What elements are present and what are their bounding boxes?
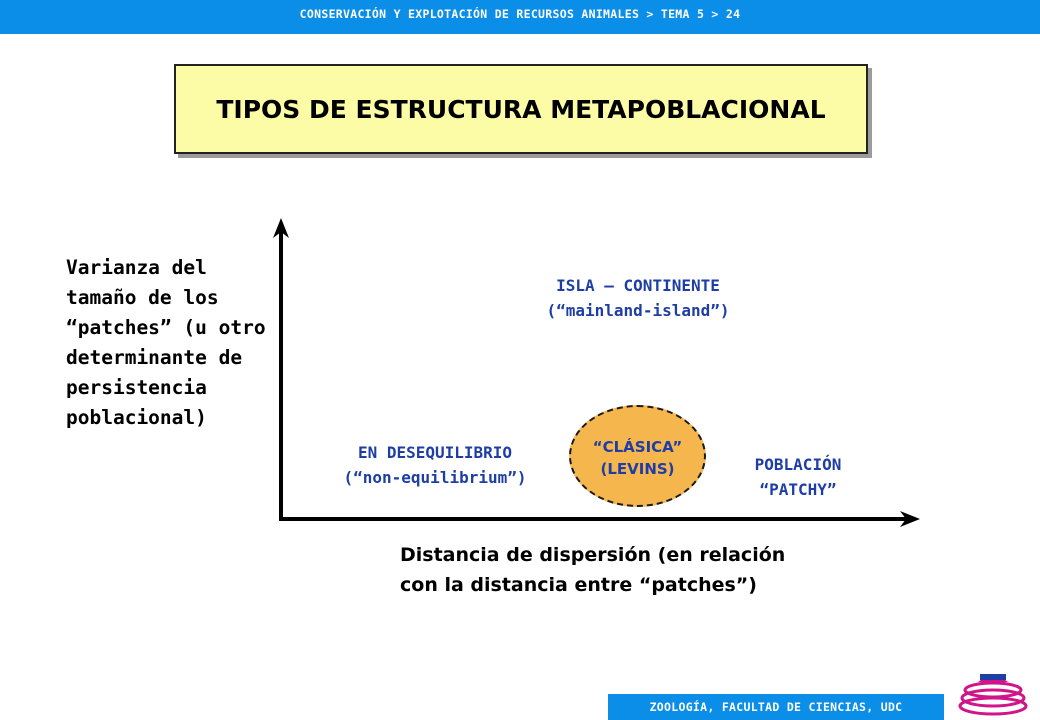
udc-logo-icon xyxy=(958,674,1028,716)
y-axis-label: Varianza del tamaño de los “patches” (u … xyxy=(66,256,266,429)
y-axis-arrowhead xyxy=(273,218,289,238)
header-bar: CONSERVACIÓN Y EXPLOTACIÓN DE RECURSOS A… xyxy=(0,0,1040,34)
breadcrumb: CONSERVACIÓN Y EXPLOTACIÓN DE RECURSOS A… xyxy=(299,7,741,21)
footer-text: ZOOLOGÍA, FACULTAD DE CIENCIAS, UDC xyxy=(649,700,903,714)
region-clasica-label: “CLÁSICA” (LEVINS) xyxy=(592,438,683,478)
region-clasica-ellipse: “CLÁSICA” (LEVINS) xyxy=(569,405,706,507)
region-desequilibrio: EN DESEQUILIBRIO (“non-equilibrium”) xyxy=(343,443,527,487)
region-isla-continente: ISLA – CONTINENTE (“mainland-island”) xyxy=(546,276,730,320)
x-axis-label: Distancia de dispersión (en relación con… xyxy=(400,544,786,596)
footer-bar: ZOOLOGÍA, FACULTAD DE CIENCIAS, UDC xyxy=(608,694,944,720)
page-title: TIPOS DE ESTRUCTURA METAPOBLACIONAL xyxy=(216,95,826,124)
x-axis-arrowhead xyxy=(900,511,920,527)
region-patchy: POBLACIÓN “PATCHY” xyxy=(754,455,842,499)
title-box: TIPOS DE ESTRUCTURA METAPOBLACIONAL xyxy=(174,64,868,154)
